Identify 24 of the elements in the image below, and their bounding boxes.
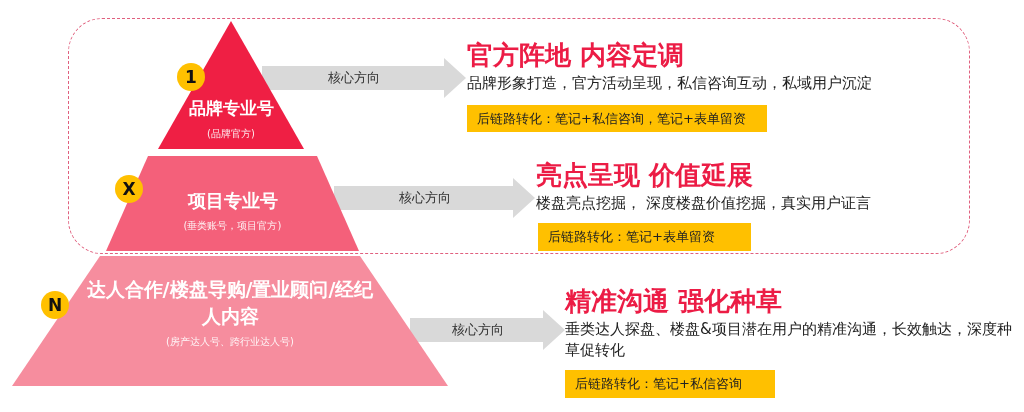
block-arrow [334, 178, 535, 218]
tier-title: 品牌专业号 [188, 97, 274, 120]
heading: 精准沟通 强化种草 [565, 285, 783, 317]
dashed-group-outline [68, 18, 970, 254]
tier-title: 项目专业号 [187, 189, 278, 213]
heading: 官方阵地 内容定调 [467, 39, 685, 71]
number-badge: N [41, 291, 69, 319]
conversion-note: 后链路转化：笔记+私信咨询 [565, 370, 775, 398]
number-badge: X [115, 175, 143, 203]
number-badge: 1 [177, 63, 205, 91]
conversion-note: 后链路转化：笔记+私信咨询，笔记+表单留资 [467, 105, 767, 132]
description-text: 垂类达人探盘、楼盘&项目潜在用户的精准沟通，长效触达，深度种草促转化 [565, 319, 1013, 361]
tier-subtitle: (垂类账号，项目官方) [183, 219, 282, 234]
edge-label: 核心方向 [328, 70, 380, 86]
tier-subtitle: (房产达人号、跨行业达人号) [166, 335, 294, 350]
edge-label: 核心方向 [451, 322, 504, 338]
description-text: 楼盘亮点挖掘， 深度楼盘价值挖掘，真实用户证言 [536, 193, 872, 214]
block-arrow [410, 310, 565, 350]
tier-title: 达人合作/楼盘导购/置业顾问/经纪人内容 [85, 277, 375, 329]
edge-label: 核心方向 [398, 190, 451, 206]
tier-subtitle: (品牌官方) [207, 126, 255, 141]
description-text: 品牌形象打造，官方活动呈现，私信咨询互动，私域用户沉淀 [467, 73, 873, 94]
heading: 亮点呈现 价值延展 [536, 159, 754, 191]
conversion-note: 后链路转化：笔记+表单留资 [538, 223, 751, 251]
